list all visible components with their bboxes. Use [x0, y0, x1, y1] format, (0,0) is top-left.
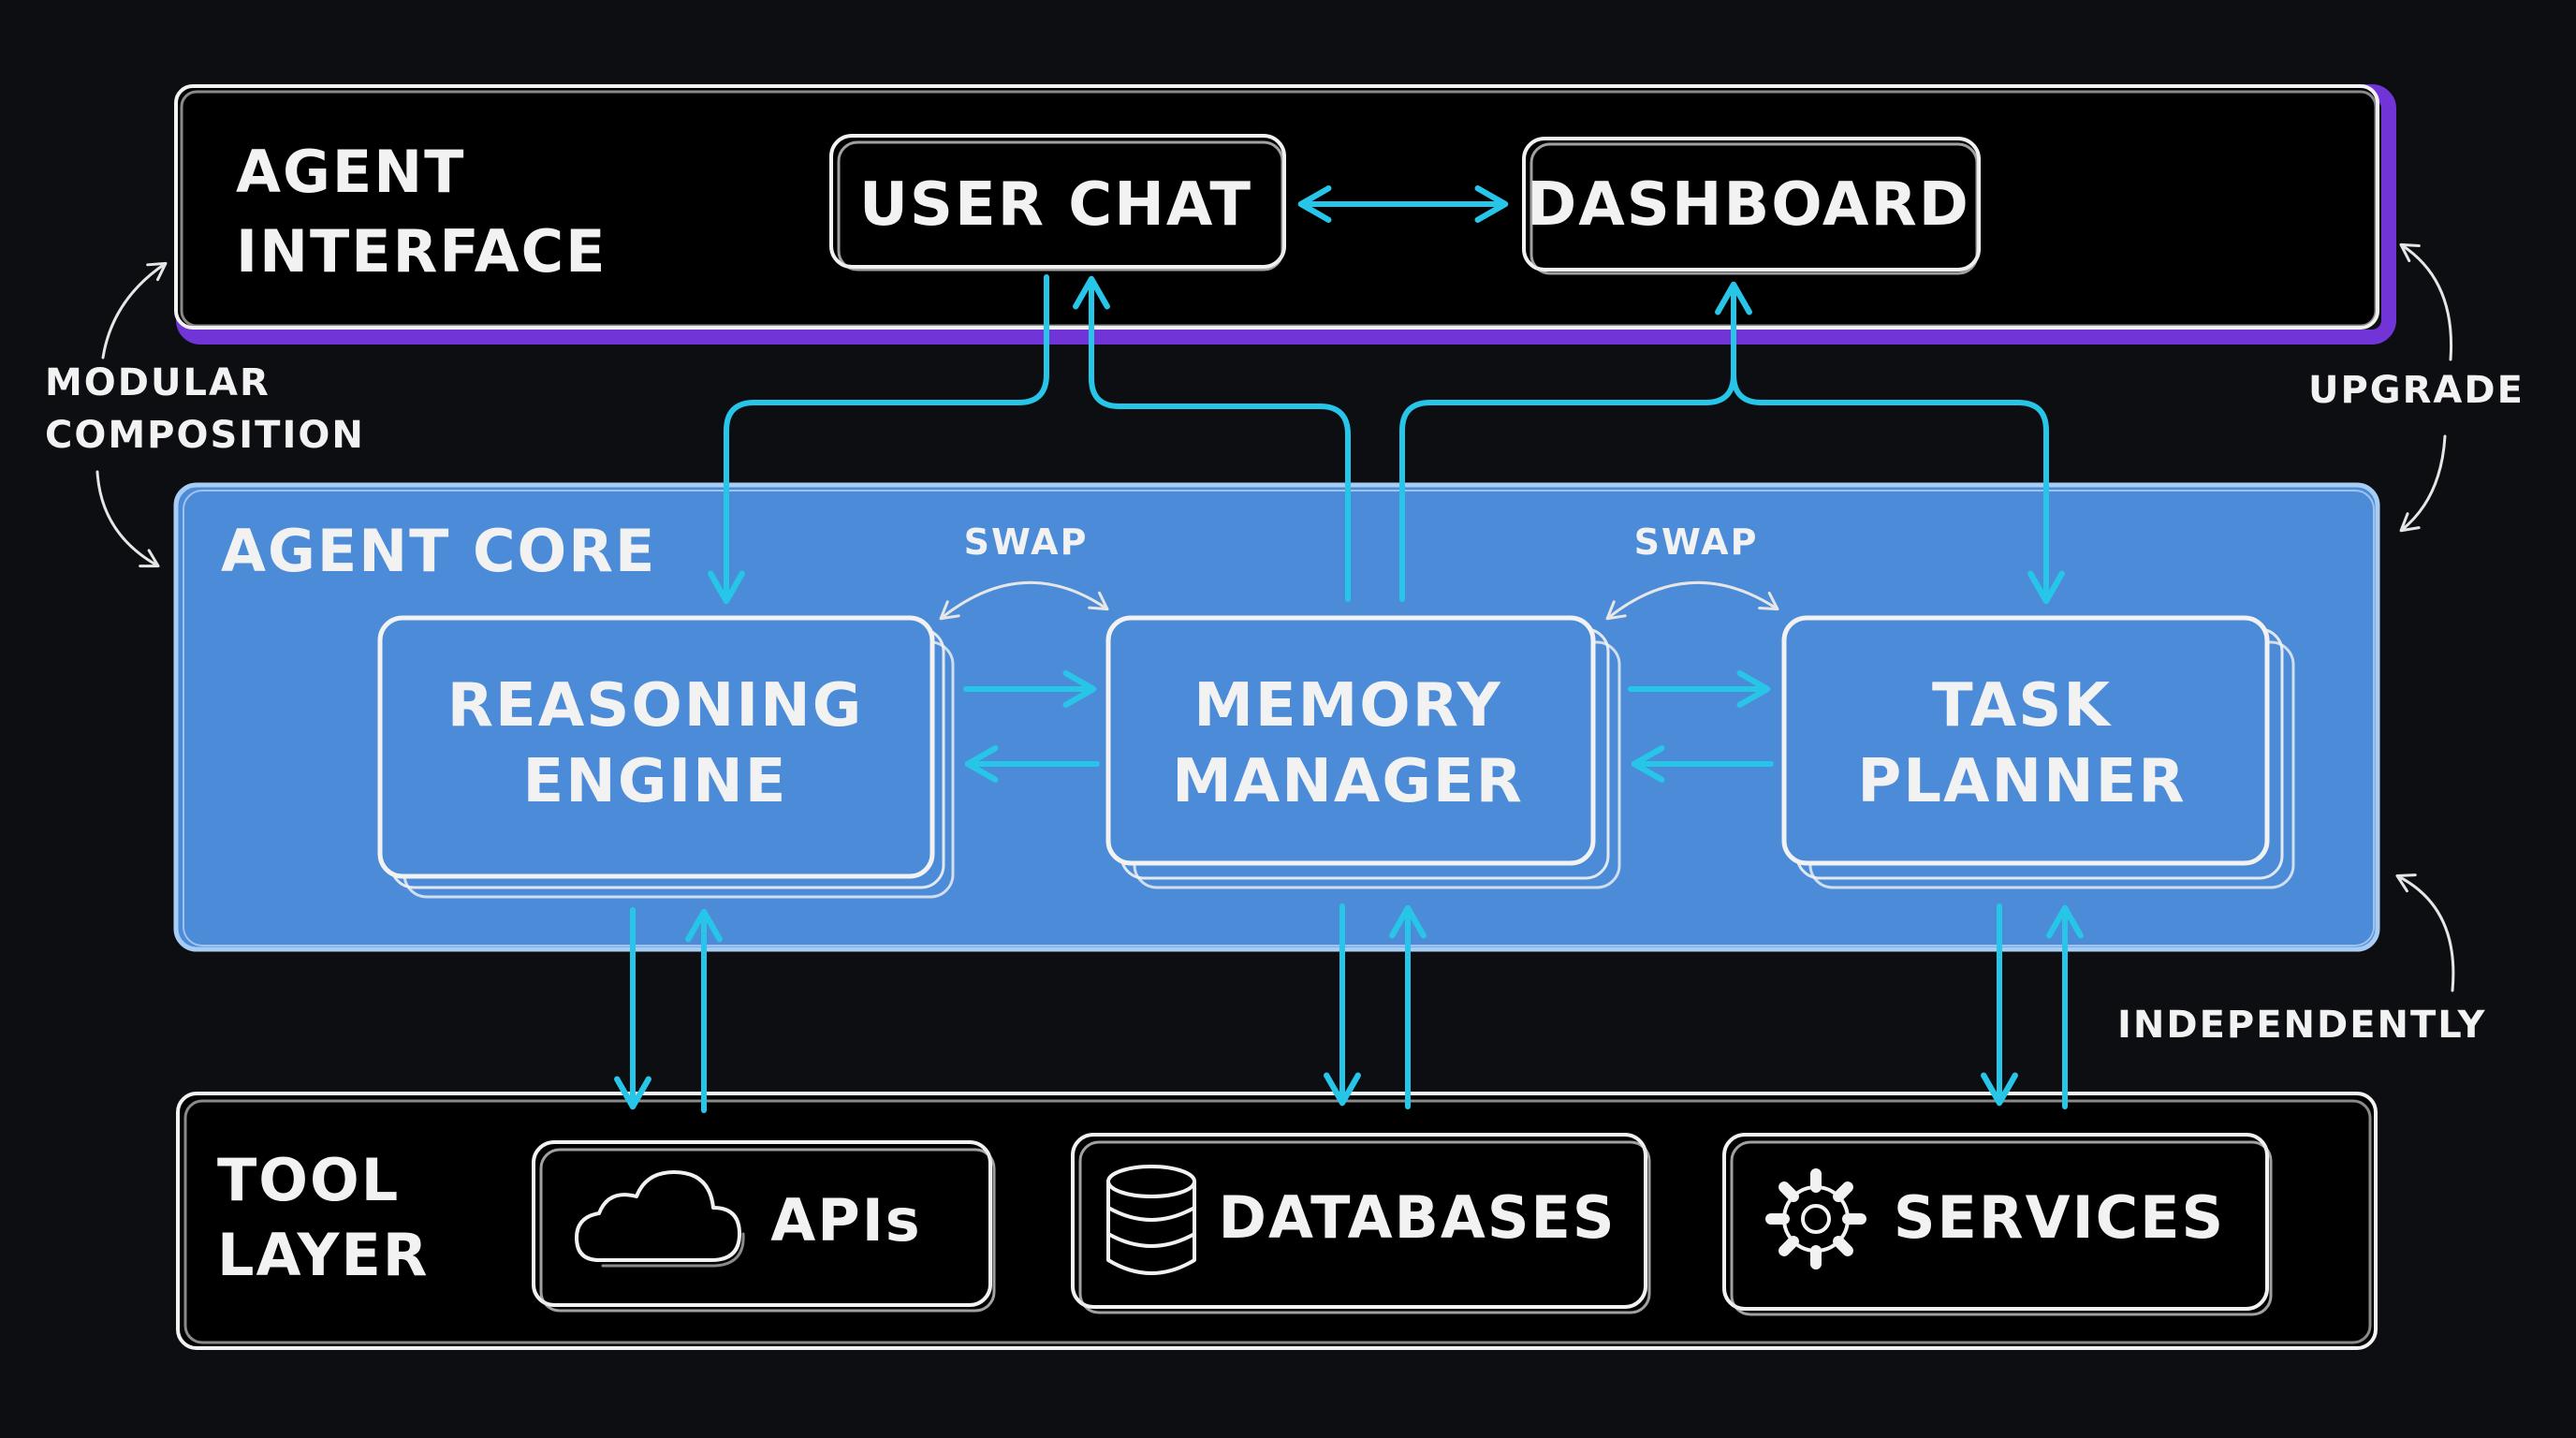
dashboard-node[interactable]: DASHBOARD: [1522, 137, 1981, 275]
core-tool-connectors: [614, 903, 2084, 1113]
apis-label: APIs: [770, 1186, 921, 1255]
tool-title-line2: LAYER: [217, 1221, 430, 1289]
reasoning-engine-line2: ENGINE: [523, 747, 788, 816]
note-upgrade: UPGRADE: [2308, 369, 2525, 412]
swap-label-left: SWAP: [964, 521, 1089, 563]
swap-arrow-right: [1605, 580, 1779, 621]
interface-core-connectors: [708, 274, 2065, 605]
memory-manager-node[interactable]: MEMORY MANAGER: [1105, 615, 1621, 889]
databases-node[interactable]: DATABASES: [1071, 1133, 1651, 1314]
note-independently-arrow: [2395, 873, 2455, 992]
reasoning-engine-node[interactable]: REASONING ENGINE: [377, 615, 955, 899]
arrow-memory-to-chat: [1073, 275, 1351, 602]
memory-manager-line2: MANAGER: [1172, 747, 1524, 816]
gear-tooth: [1833, 1181, 1853, 1202]
note-upgrade-arrow-down: [2399, 434, 2447, 533]
task-planner-node[interactable]: TASK PLANNER: [1781, 615, 2295, 889]
task-planner-line2: PLANNER: [1857, 747, 2186, 816]
gear-tooth: [1778, 1236, 1799, 1256]
note-modular-arrow-down: [95, 470, 160, 568]
gear-icon: [1765, 1168, 1866, 1269]
side-notes: MODULAR COMPOSITION UPGRADE INDEPENDENTL…: [45, 242, 2525, 1047]
user-chat-node[interactable]: USER CHAT: [829, 134, 1286, 271]
core-title: AGENT CORE: [221, 517, 656, 585]
services-node[interactable]: SERVICES: [1722, 1133, 2273, 1316]
dashboard-label: DASHBOARD: [1527, 170, 1970, 240]
interface-title-line2: INTERFACE: [236, 217, 607, 286]
tool-layer: TOOL LAYER APIs DATABASES: [176, 1092, 2378, 1350]
interface-title-line1: AGENT: [236, 138, 465, 206]
agent-interface-layer: AGENT INTERFACE USER CHAT DASHBOARD: [174, 84, 2396, 345]
note-modular-line1: MODULAR: [45, 361, 271, 404]
arrow-chat-to-reasoning: [708, 274, 1049, 605]
reasoning-engine-line1: REASONING: [447, 671, 864, 741]
tool-title-line1: TOOL: [217, 1146, 400, 1214]
database-icon: [1106, 1165, 1196, 1275]
gear-tooth: [1833, 1236, 1853, 1256]
note-independently: INDEPENDENTLY: [2117, 1004, 2487, 1047]
swap-arrow-left: [939, 580, 1109, 621]
memory-manager-line1: MEMORY: [1193, 671, 1502, 741]
databases-label: DATABASES: [1219, 1183, 1617, 1252]
task-planner-line1: TASK: [1932, 671, 2112, 741]
swap-label-right: SWAP: [1634, 521, 1759, 563]
note-upgrade-arrow-up: [2399, 242, 2453, 361]
note-modular-line2: COMPOSITION: [45, 414, 365, 457]
user-chat-label: USER CHAT: [859, 170, 1252, 240]
arrow-dashboard-to-task: [1731, 372, 2065, 605]
gear-tooth: [1778, 1181, 1799, 1202]
arrow-memory-to-dashboard: [1399, 281, 1752, 602]
services-label: SERVICES: [1894, 1183, 2225, 1252]
cloud-icon: [575, 1170, 745, 1268]
note-modular-arrow-up: [101, 261, 168, 360]
apis-node[interactable]: APIs: [532, 1140, 996, 1313]
